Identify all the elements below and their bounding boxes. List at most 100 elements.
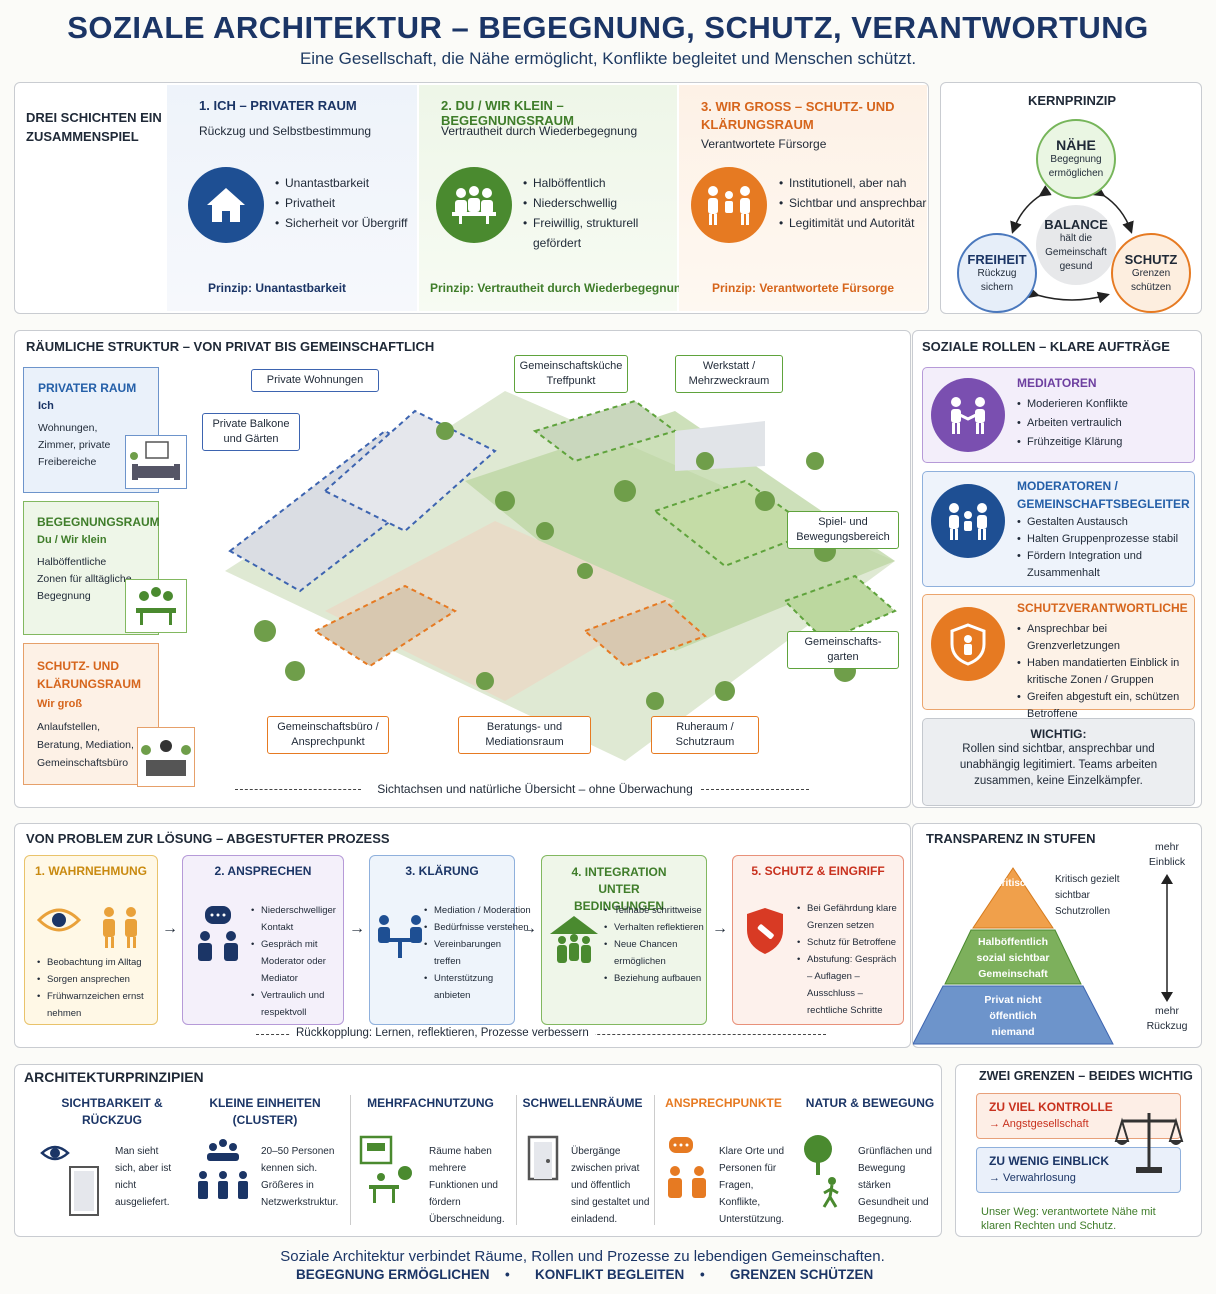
space-box-title: BEGEGNUNGSRAUM — [37, 515, 160, 529]
principle-text: Übergänge zwischen privat und öffentlich… — [571, 1146, 650, 1225]
core-title: KERNPRINZIP — [1027, 93, 1117, 108]
pyramid-middle: Halböffentlich sozial sichtbar Gemeinsch… — [976, 936, 1050, 980]
role-bullets: Ansprechbar bei Grenzverletzungen Haben … — [1017, 621, 1195, 723]
process-step-1: 1. WAHRNEHMUNG Beobachtung im Alltag Sor… — [24, 855, 158, 1025]
role-title: SCHUTZVERANTWORTLICHE — [1017, 601, 1188, 615]
layer-private: 1. ICH – PRIVATER RAUM Rückzug und Selbs… — [167, 85, 417, 311]
bullet: Schutz für Betroffene — [797, 934, 899, 951]
principle-contact-points: ANSPRECHPUNKTE Klare Orte und Personen f… — [654, 1095, 792, 1225]
limit-too-much: ZU VIEL KONTROLLE → Angstgesellschaft — [976, 1093, 1181, 1139]
core-naehe-title: NÄHE — [1056, 137, 1096, 153]
principle-text: Räume haben mehrere Funktionen und förde… — [429, 1146, 505, 1225]
layer-protection: 3. WIR GROSS – SCHUTZ- UND KLÄRUNGSRAUM … — [679, 85, 927, 311]
eye-icon — [36, 898, 147, 955]
bullet: Frühzeitige Klärung — [1017, 433, 1128, 452]
more-view-label: mehr Einblick — [1148, 841, 1186, 868]
layer-title: 1. ICH – PRIVATER RAUM — [199, 98, 357, 113]
principle-title: SCHWELLENRÄUME — [522, 1096, 643, 1110]
arrow-right-icon: → — [712, 920, 728, 937]
bullet: Greifen abgestuft ein, schützen Betroffe… — [1017, 689, 1195, 723]
site-illustration — [225, 391, 897, 761]
bullet: Sorgen ansprechen — [37, 971, 153, 988]
label-private-apartments: Private Wohnungen — [251, 369, 379, 392]
label-community-garden: Gemeinschafts-garten — [787, 631, 899, 669]
layer-bullets: Institutionell, aber nah Sichtbar und an… — [779, 173, 926, 233]
limit-too-little: ZU WENIG EINBLICK → Verwahrlosung — [976, 1147, 1181, 1193]
handshake-icon — [931, 378, 1005, 452]
bullet: Niederschwellig — [523, 193, 663, 213]
shield-person-icon — [931, 607, 1005, 681]
space-box-title: SCHUTZ- UND KLÄRUNGSRAUM — [37, 659, 141, 691]
cluster-icon — [193, 1137, 253, 1206]
bullet: Fördern Integration und Zusammenhalt — [1017, 548, 1195, 582]
core-schutz-title: SCHUTZ — [1124, 251, 1178, 267]
space-box-protection: SCHUTZ- UND KLÄRUNGSRAUM Wir groß Anlauf… — [23, 643, 159, 785]
group-table-icon — [436, 167, 512, 243]
people-handshake-icon — [691, 167, 767, 243]
bullet: Abstufung: Gespräch – Auflagen – Ausschl… — [797, 951, 899, 1019]
process-title: VON PROBLEM ZUR LÖSUNG – ABGESTUFTER PRO… — [26, 831, 390, 846]
step-title: 5. SCHUTZ & EINGRIFF — [751, 864, 885, 878]
layers-intro: DREI SCHICHTEN EIN ZUSAMMENSPIEL — [26, 110, 162, 144]
bullet: Sichtbar und ansprechbar — [779, 193, 926, 213]
principle-text: 20–50 Personen kennen sich. Größeres in … — [261, 1146, 339, 1208]
principles-panel: ARCHITEKTURPRINZIPIEN — [14, 1064, 942, 1237]
bullet: Verhalten reflektieren — [604, 919, 704, 936]
role-moderators: MODERATOREN / GEMEINSCHAFTSBEGLEITER Ges… — [922, 471, 1195, 587]
meeting-icon — [374, 912, 426, 967]
process-step-5: 5. SCHUTZ & EINGRIFF Bei Gefährdung klar… — [732, 855, 904, 1025]
shield-icon — [743, 906, 787, 961]
pyramid-bottom: Privat nicht öffentlich niemand — [984, 994, 1042, 1038]
moderators-icon — [931, 484, 1005, 558]
role-protection: SCHUTZVERANTWORTLICHE Ansprechbar bei Gr… — [922, 594, 1195, 720]
limits-panel: ZWEI GRENZEN – BEIDES WICHTIG ZU VIEL KO… — [955, 1064, 1202, 1237]
principle-threshold: SCHWELLENRÄUME Übergänge zwischen privat… — [516, 1095, 650, 1225]
layer-bullets: Halböffentlich Niederschwellig Freiwilli… — [523, 173, 663, 253]
roles-title: SOZIALE ROLLEN – KLARE AUFTRÄGE — [922, 339, 1170, 354]
process-step-3: 3. KLÄRUNG Mediation / Moderation Bedürf… — [369, 855, 531, 1025]
label-community-kitchen: Gemeinschaftsküche Treffpunkt — [514, 355, 628, 393]
principle-text: Man sieht sich, aber ist nicht ausgelief… — [115, 1146, 172, 1208]
role-title: MODERATOREN / GEMEINSCHAFTSBEGLEITER — [1017, 479, 1190, 511]
bullet: Vertraulich und respektvoll — [251, 987, 343, 1021]
tree-walker-icon — [800, 1133, 850, 1214]
core-balance-text: hält die Gemeinschaft gesund — [1045, 232, 1107, 272]
label-community-office: Gemeinschaftsbüro / Ansprechpunkt — [267, 716, 389, 754]
transparency-title: TRANSPARENZ IN STUFEN — [926, 831, 1096, 846]
page-subtitle: Eine Gesellschaft, die Nähe ermöglicht, … — [299, 49, 917, 68]
core-schutz-text: Grenzen schützen — [1130, 267, 1172, 293]
step-bullets: Teilhabe schrittweise Verhalten reflekti… — [604, 902, 704, 987]
layer-principle: Prinzip: Unantastbarkeit — [208, 281, 347, 295]
step-title: 3. KLÄRUNG — [405, 864, 479, 878]
pyramid-top-note: Kritisch gezielt sichtbar Schutzrollen — [1055, 874, 1120, 917]
bullet: Niederschwelliger Kontakt — [251, 902, 343, 936]
multi-use-icon — [359, 1133, 415, 1214]
core-panel: KERNPRINZIP NÄHE Begegnung ermöglichen B… — [940, 82, 1202, 314]
space-box-text: Halböffentliche Zonen für alltägliche Be… — [37, 556, 132, 602]
space-box-text: Wohnungen, Zimmer, private Freibereiche — [38, 422, 111, 468]
limit-text: → Verwahrlosung — [989, 1172, 1076, 1184]
principle-title: ANSPRECHPUNKTE — [665, 1096, 782, 1110]
layer-title: 3. WIR GROSS – SCHUTZ- UND KLÄRUNGSRAUM — [701, 99, 895, 132]
layer-title: 2. DU / WIR KLEIN – BEGEGNUNGSRAUM — [441, 98, 574, 128]
principle-visibility: SICHTBARKEIT & RÜCKZUG Man sieht sich, a… — [40, 1095, 184, 1225]
layer-encounter: 2. DU / WIR KLEIN – BEGEGNUNGSRAUM Vertr… — [419, 85, 689, 311]
bullet: Gestalten Austausch — [1017, 514, 1195, 531]
space-box-sub: Ich — [38, 400, 54, 412]
sightline-text: Sichtachsen und natürliche Übersicht – o… — [377, 782, 693, 796]
spatial-panel: RÄUMLICHE STRUKTUR – VON PRIVAT BIS GEME… — [14, 330, 911, 808]
label-quiet-room: Ruheraum / Schutzraum — [651, 716, 759, 754]
more-retreat-label: mehr Rückzug — [1146, 1005, 1188, 1032]
transparency-panel: TRANSPARENZ IN STUFEN Kritisch Kritisch … — [912, 823, 1202, 1048]
sofa-icon — [125, 435, 187, 489]
step-bullets: Mediation / Moderation Bedürfnisse verst… — [424, 902, 531, 1004]
limit-text: → Angstgesellschaft — [989, 1118, 1089, 1130]
bullet: Moderieren Konflikte — [1017, 395, 1128, 414]
bullet: Teilhabe schrittweise — [604, 902, 704, 919]
bullet: Institutionell, aber nah — [779, 173, 926, 193]
sightline-arrow-right — [701, 789, 809, 790]
roles-panel: SOZIALE ROLLEN – KLARE AUFTRÄGE MEDIATOR… — [912, 330, 1202, 808]
footer-separator: • — [505, 1267, 510, 1282]
core-freiheit: FREIHEIT Rückzug sichern — [957, 233, 1037, 313]
layer-subtitle: Vertrautheit durch Wiederbegegnung — [441, 124, 638, 138]
